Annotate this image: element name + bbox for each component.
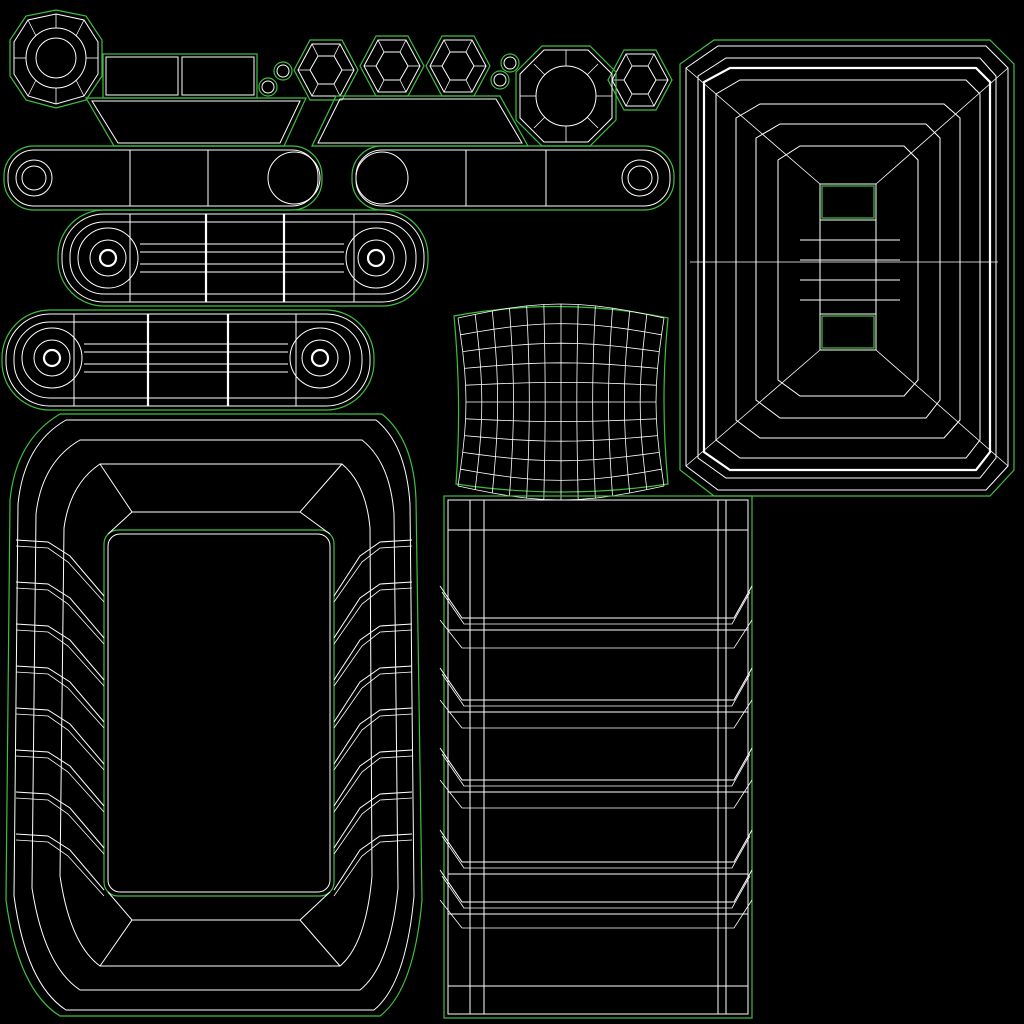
small-dots	[258, 53, 520, 97]
link-bar-4	[1, 309, 375, 411]
ribbed-panel-bottom-middle	[439, 495, 753, 1019]
link-bar-2	[351, 145, 675, 211]
ring-top-left	[9, 9, 103, 109]
hex-nut-row	[293, 35, 673, 147]
square-frame-top-right	[679, 39, 1015, 497]
curved-grid-patch	[453, 303, 669, 501]
link-bar-3	[57, 209, 429, 307]
large-frame-bottom-left	[5, 413, 423, 1017]
